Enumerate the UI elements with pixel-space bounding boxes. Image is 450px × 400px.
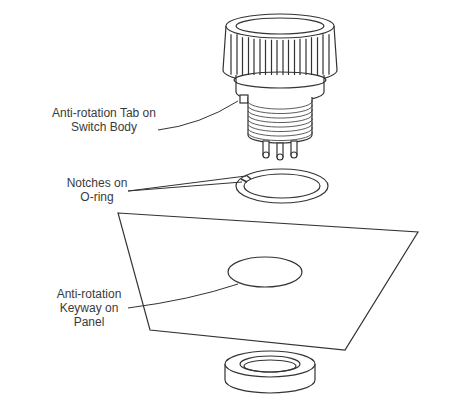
- cap-rib: [266, 40, 272, 80]
- thread-line: [248, 105, 312, 114]
- panel-hole: [228, 257, 302, 287]
- leader-line: [158, 101, 238, 130]
- anti-rotation-tab: [240, 95, 248, 103]
- cap-rib: [277, 40, 283, 80]
- thread-line: [248, 123, 312, 132]
- callout-label: Anti-rotation Keyway on Panel: [50, 287, 128, 329]
- panel: [118, 213, 418, 350]
- flange-edge: [234, 72, 326, 88]
- thread-line: [248, 109, 312, 118]
- cap-rib: [323, 34, 329, 74]
- callout-label: Notches on O-ring: [66, 176, 128, 204]
- leader-line: [128, 176, 246, 191]
- switch-cap: [223, 14, 337, 83]
- thread-line: [248, 114, 312, 123]
- cap-rib: [312, 37, 318, 77]
- threaded-neck: [248, 97, 312, 143]
- callout-label: Anti-rotation Tab on Switch Body: [50, 106, 158, 134]
- thread-line: [248, 100, 312, 109]
- terminals: [263, 141, 297, 160]
- leader-line: [128, 284, 238, 308]
- panel-nut: [225, 351, 315, 393]
- thread-line: [248, 132, 312, 141]
- cap-rib: [231, 34, 237, 74]
- thread-line: [248, 127, 312, 136]
- leader-lines: [128, 101, 246, 308]
- cap-rib: [243, 37, 249, 77]
- screw-threads: [248, 100, 312, 141]
- o-ring: [236, 169, 328, 203]
- cap-rib: [289, 40, 295, 80]
- thread-line: [248, 118, 312, 127]
